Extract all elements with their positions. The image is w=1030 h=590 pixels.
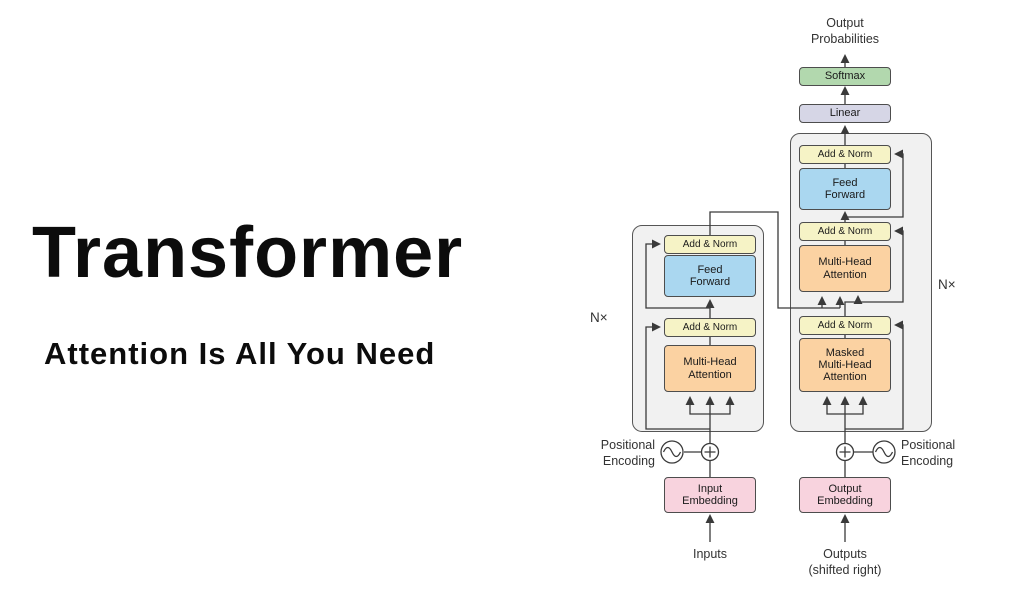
page-title: Transformer <box>32 213 464 293</box>
encoder-add-norm-bottom-box: Add & Norm <box>664 318 756 337</box>
decoder-n-label: N× <box>938 277 956 292</box>
encoder-multi-head-attention-box: Multi-Head Attention <box>664 345 756 392</box>
encoder-add-norm-top-box: Add & Norm <box>664 235 756 254</box>
encoder-n-label: N× <box>590 310 608 325</box>
outputs-label: Outputs (shifted right) <box>808 547 882 578</box>
encoder-feed-forward-box: Feed Forward <box>664 255 756 297</box>
positional-encoding-sine-icon-left <box>660 440 684 464</box>
decoder-feed-forward-box: Feed Forward <box>799 168 891 210</box>
decoder-add-norm-top-box: Add & Norm <box>799 145 891 164</box>
decoder-add-norm-middle-box: Add & Norm <box>799 222 891 241</box>
decoder-multi-head-attention-box: Multi-Head Attention <box>799 245 891 292</box>
output-embedding-box: Output Embedding <box>799 477 891 513</box>
output-probabilities-label: Output Probabilities <box>810 16 880 47</box>
add-symbol-icon-left <box>700 442 720 462</box>
input-embedding-box: Input Embedding <box>664 477 756 513</box>
softmax-box: Softmax <box>799 67 891 86</box>
decoder-masked-multi-head-attention-box: Masked Multi-Head Attention <box>799 338 891 392</box>
positional-encoding-left-label: Positional Encoding <box>600 438 655 469</box>
linear-box: Linear <box>799 104 891 123</box>
inputs-label: Inputs <box>692 547 728 561</box>
decoder-add-norm-bottom-box: Add & Norm <box>799 316 891 335</box>
positional-encoding-sine-icon-right <box>872 440 896 464</box>
add-symbol-icon-right <box>835 442 855 462</box>
positional-encoding-right-label: Positional Encoding <box>901 438 956 469</box>
page-subtitle: Attention Is All You Need <box>44 336 436 371</box>
